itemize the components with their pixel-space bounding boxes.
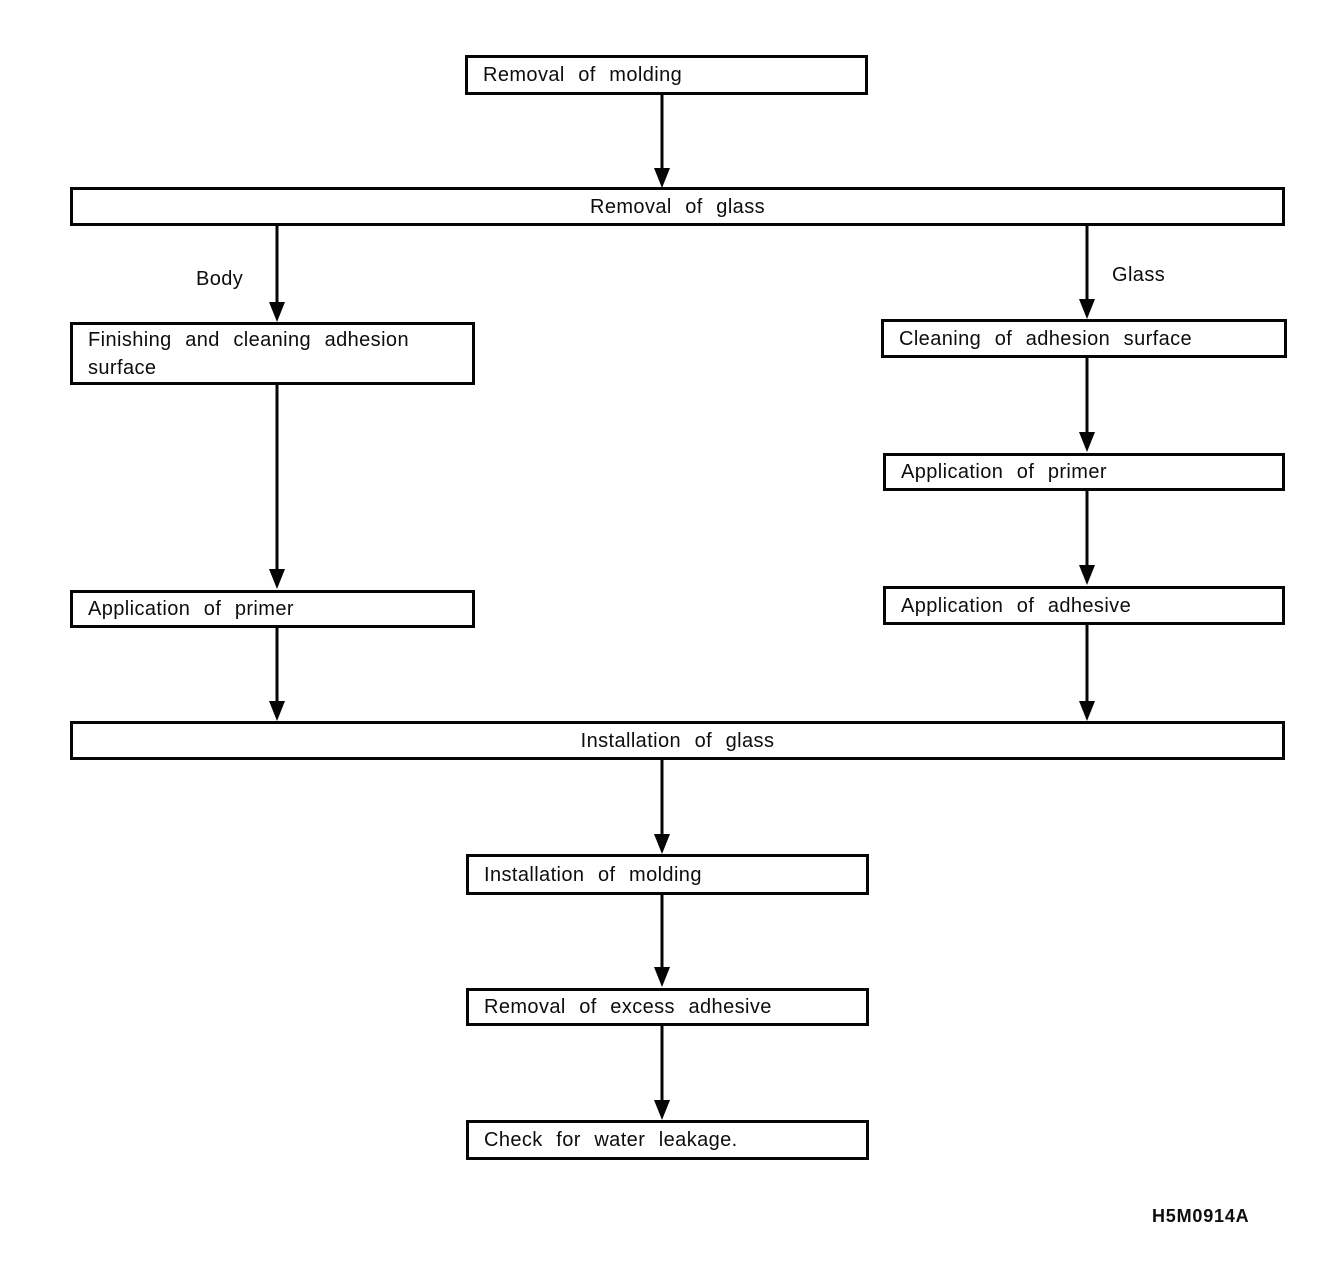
node-label: Cleaning of adhesion surface <box>899 327 1193 350</box>
arrow-glass-removal-to-body-branch <box>269 225 285 322</box>
arrow-glass-removal-to-glass-branch <box>1079 225 1095 319</box>
node-label: Finishing and cleaning adhesion surface <box>88 328 409 379</box>
node-finishing-and-cleaning-adhesion-surface: Finishing and cleaning adhesion surface <box>70 322 475 385</box>
arrow-adhesive-to-installation <box>1079 625 1095 721</box>
node-removal-of-excess-adhesive: Removal of excess adhesive <box>466 988 869 1026</box>
node-application-of-adhesive: Application of adhesive <box>883 586 1285 625</box>
node-removal-of-molding: Removal of molding <box>465 55 868 95</box>
arrow-finishing-to-primer-body <box>269 385 285 589</box>
node-check-for-water-leakage: Check for water leakage. <box>466 1120 869 1160</box>
arrow-installation-glass-to-molding <box>654 760 670 854</box>
node-label: Check for water leakage. <box>484 1129 738 1151</box>
node-installation-of-glass: Installation of glass <box>70 721 1285 760</box>
arrow-molding-to-removal-of-glass <box>654 95 670 188</box>
node-application-of-primer-body: Application of primer <box>70 590 475 628</box>
arrow-excess-adhesive-to-leak-check <box>654 1026 670 1120</box>
node-application-of-primer-glass: Application of primer <box>883 453 1285 491</box>
node-label: Installation of molding <box>484 863 702 886</box>
arrow-molding-to-excess-adhesive <box>654 895 670 987</box>
arrow-primer-body-to-installation <box>269 628 285 721</box>
node-label: Installation of glass <box>580 729 775 752</box>
figure-code: H5M0914A <box>1152 1206 1250 1226</box>
node-label: Removal of molding <box>483 64 683 86</box>
arrow-cleaning-to-primer-glass <box>1079 358 1095 452</box>
node-label: Application of adhesive <box>901 594 1132 617</box>
node-cleaning-of-adhesion-surface: Cleaning of adhesion surface <box>881 319 1287 358</box>
node-label: Application of primer <box>901 461 1107 483</box>
branch-label-body: Body <box>196 268 244 290</box>
node-removal-of-glass: Removal of glass <box>70 187 1285 226</box>
node-label: Removal of glass <box>590 195 765 218</box>
node-label: Application of primer <box>88 598 294 620</box>
node-label: Removal of excess adhesive <box>484 996 772 1018</box>
arrow-primer-glass-to-adhesive <box>1079 491 1095 585</box>
node-installation-of-molding: Installation of molding <box>466 854 869 895</box>
branch-label-glass: Glass <box>1112 264 1166 286</box>
